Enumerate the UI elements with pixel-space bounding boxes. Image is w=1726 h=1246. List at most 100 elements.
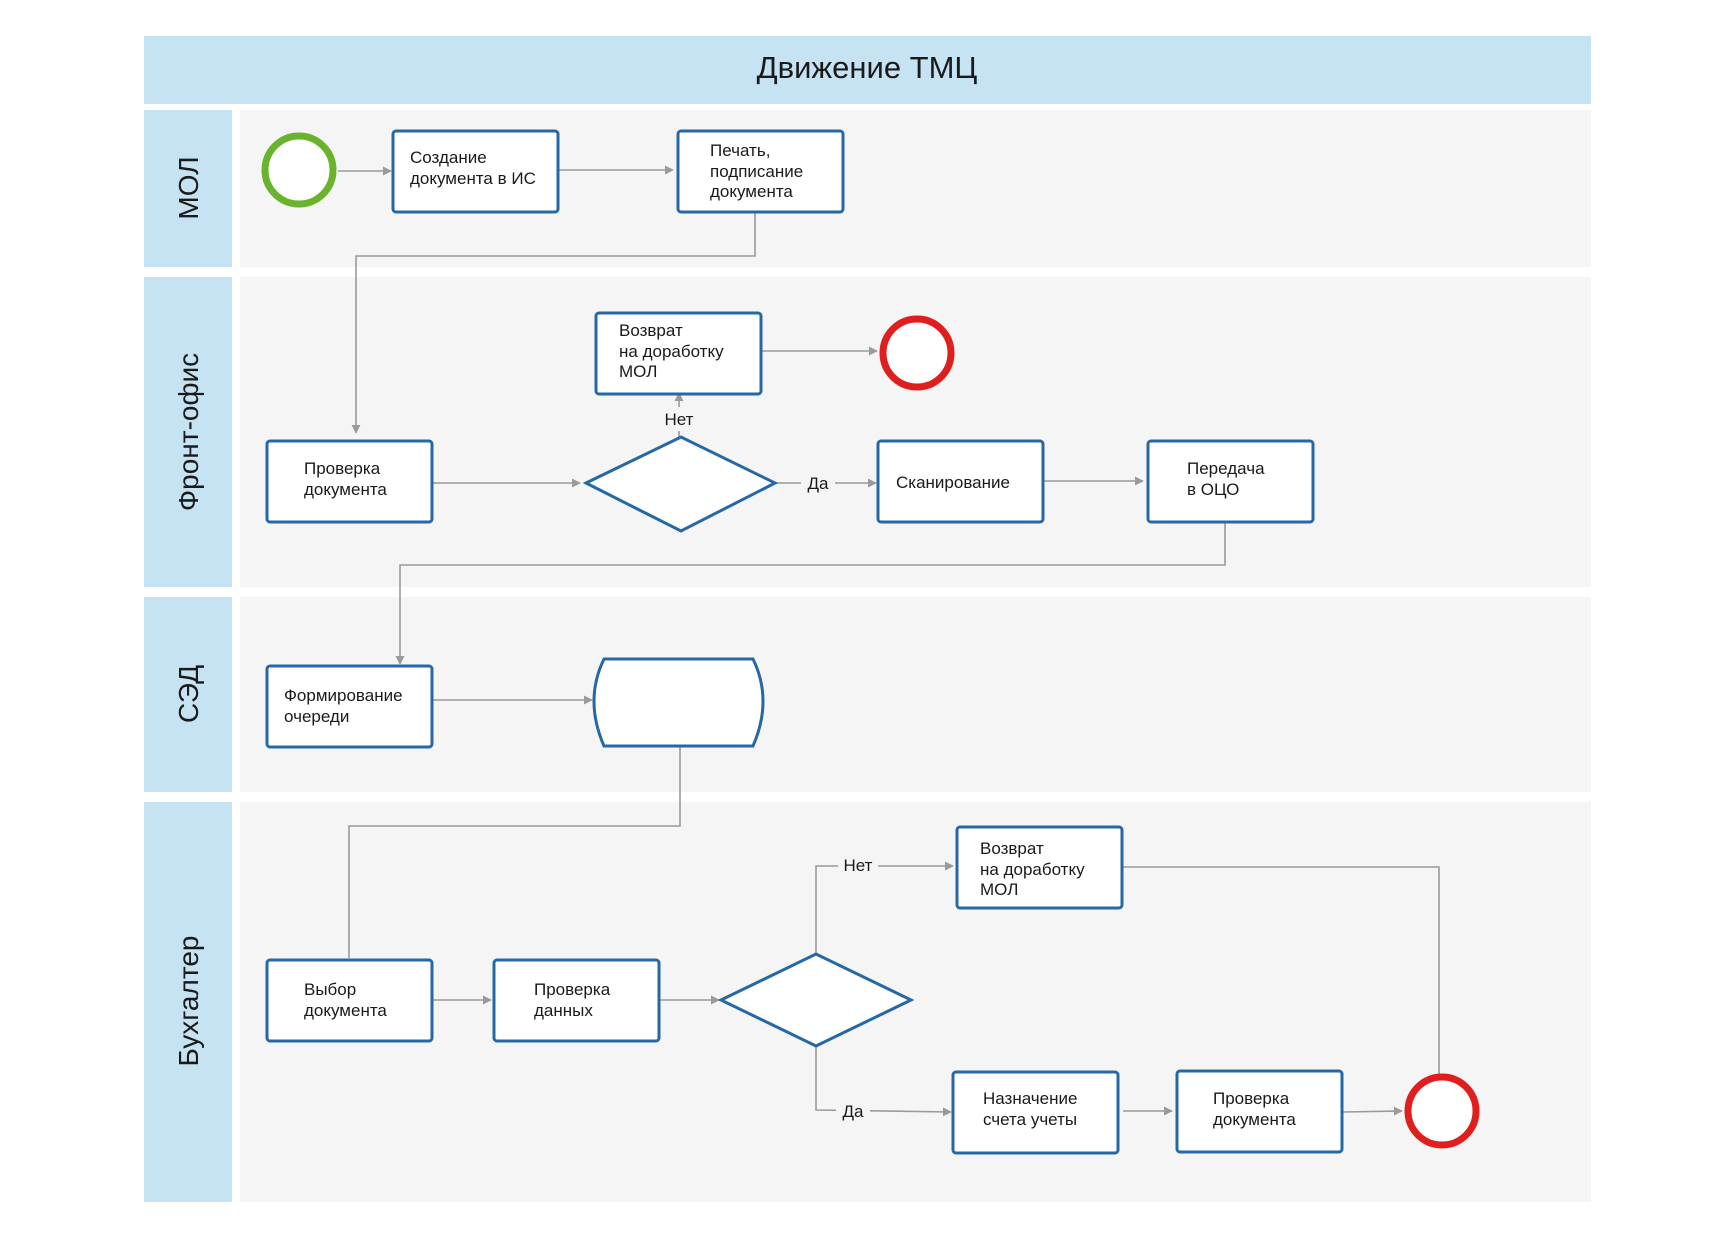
lane-accountant-body xyxy=(240,802,1591,1202)
task-assign-account-line: счета учеты xyxy=(983,1110,1077,1129)
gateway-front-office xyxy=(582,435,779,533)
task-form-queue-box xyxy=(265,664,434,749)
task-return-front-office-line: Возврат xyxy=(619,321,683,340)
task-print-sign-line: документа xyxy=(710,182,793,201)
task-transfer-oco: Передача в ОЦО xyxy=(1146,439,1315,524)
task-check-document-front-line: документа xyxy=(304,480,387,499)
task-check-document-accountant-line: Проверка xyxy=(1213,1089,1290,1108)
task-print-sign: Печать, подписание документа xyxy=(676,129,845,214)
task-scanning: Сканирование xyxy=(876,439,1045,524)
task-select-document-box xyxy=(265,958,434,1043)
task-check-data-line: данных xyxy=(534,1001,593,1020)
data-storage-shape xyxy=(592,657,765,748)
lane-accountant: Бухгалтер xyxy=(144,802,1591,1202)
svg-text:Формирование очереди: Формирование очереди xyxy=(284,686,407,726)
flow-transfer-to-queue xyxy=(395,522,1226,665)
task-assign-account-line: Назначение xyxy=(983,1089,1077,1108)
label-bg xyxy=(660,407,698,431)
task-create-document-line: Создание xyxy=(410,148,487,167)
task-form-queue: Формирование очереди xyxy=(265,664,434,749)
task-select-document-line: документа xyxy=(304,1001,387,1020)
lane-front-office-label: Фронт-офис xyxy=(173,353,204,511)
task-transfer-oco-line: в ОЦО xyxy=(1187,480,1239,499)
flow-label-front-no: Нет xyxy=(665,410,694,429)
task-print-sign-line: Печать, xyxy=(710,141,770,160)
svg-text:Выбор документа: Выбор документа xyxy=(304,980,387,1020)
task-form-queue-line: очереди xyxy=(284,707,349,726)
connectors xyxy=(338,165,1440,1117)
task-scanning-line: Сканирование xyxy=(896,473,1010,492)
title-band xyxy=(144,36,1591,104)
lane-mol: МОЛ xyxy=(144,110,1591,267)
svg-text:Назначение счета учеты: Назначение счета учеты xyxy=(983,1089,1082,1129)
task-form-queue-line: Формирование xyxy=(284,686,403,705)
task-return-front-office: Возврат на доработку МОЛ xyxy=(594,311,763,396)
task-check-document-front-box xyxy=(265,439,434,524)
svg-text:Возврат на доработку: Возврат на доработку МОЛ xyxy=(619,321,728,381)
lane-sed: СЭД xyxy=(144,597,1591,792)
task-print-sign-line: подписание xyxy=(710,162,803,181)
lane-mol-label: МОЛ xyxy=(173,156,204,219)
lane-accountant-label: Бухгалтер xyxy=(173,936,204,1067)
task-return-front-office-box xyxy=(594,311,763,396)
task-check-data: Проверка данных xyxy=(492,958,661,1043)
svg-text:Проверка документа: Проверка документа xyxy=(304,459,387,499)
flow-label-front-yes: Да xyxy=(808,474,830,493)
flow-gateway-no-to-return2 xyxy=(815,861,954,954)
task-return-accountant-line: МОЛ xyxy=(980,880,1018,899)
task-transfer-oco-box xyxy=(1146,439,1315,524)
task-transfer-oco-line: Передача xyxy=(1187,459,1265,478)
task-create-document-box xyxy=(391,129,560,214)
flow-checkdoc-to-end xyxy=(1342,1106,1403,1116)
task-check-document-accountant: Проверка документа xyxy=(1175,1069,1344,1154)
label-bg xyxy=(836,1099,870,1123)
task-create-document: Создание документа в ИС xyxy=(391,129,560,214)
task-check-data-box xyxy=(492,958,661,1043)
flow-gateway-yes-to-assign xyxy=(815,1046,952,1117)
task-select-document-line: Выбор xyxy=(304,980,356,999)
svg-text:Проверка документа: Проверка документа xyxy=(1213,1089,1296,1129)
task-check-document-front-line: Проверка xyxy=(304,459,381,478)
lane-front-office-header xyxy=(144,277,232,587)
task-assign-account: Назначение счета учеты xyxy=(951,1070,1120,1155)
end-event-accountant xyxy=(1404,1073,1480,1149)
task-check-document-accountant-box xyxy=(1175,1069,1344,1154)
flow-print-to-check xyxy=(351,212,756,434)
svg-text:Передача в ОЦО: Передача в ОЦО xyxy=(1187,459,1269,499)
diagram-title: Движение ТМЦ xyxy=(757,50,978,85)
task-check-document-front: Проверка документа xyxy=(265,439,434,524)
svg-text:Проверка данных: Проверка данных xyxy=(534,980,615,1020)
lane-front-office: Фронт-офис xyxy=(144,277,1591,587)
lane-mol-header xyxy=(144,110,232,267)
task-return-accountant: Возврат на доработку МОЛ xyxy=(955,825,1124,910)
task-return-accountant-line: Возврат xyxy=(980,839,1044,858)
task-select-document: Выбор документа xyxy=(265,958,434,1043)
flow-label-acc-no: Нет xyxy=(844,856,873,875)
flow-label-acc-yes: Да xyxy=(843,1102,865,1121)
task-assign-account-box xyxy=(951,1070,1120,1155)
task-check-document-accountant-line: документа xyxy=(1213,1110,1296,1129)
lane-sed-body xyxy=(240,597,1591,792)
lane-accountant-header xyxy=(144,802,232,1202)
end-event-front-office xyxy=(879,315,955,391)
gateway-accountant xyxy=(717,952,915,1048)
task-create-document-line: документа в ИС xyxy=(410,169,536,188)
lane-sed-label: СЭД xyxy=(173,665,204,723)
task-check-data-line: Проверка xyxy=(534,980,611,999)
flow-storage-to-select xyxy=(348,746,681,958)
task-return-front-office-line: МОЛ xyxy=(619,362,657,381)
svg-text:Возврат на доработку: Возврат на доработку МОЛ xyxy=(980,839,1089,899)
task-return-accountant-line: на доработку xyxy=(980,860,1085,879)
start-event xyxy=(261,132,337,208)
svg-text:Печать, подписание: Печать, подписание документа xyxy=(710,141,808,201)
task-scanning-box xyxy=(876,439,1045,524)
task-print-sign-box xyxy=(676,129,845,214)
task-return-front-office-line: на доработку xyxy=(619,342,724,361)
svg-text:Сканирование: Сканирование xyxy=(896,473,1010,492)
label-bg xyxy=(838,854,878,878)
task-return-accountant-box xyxy=(955,825,1124,910)
svg-text:Создание документа в ИС: Создание документа в ИС xyxy=(410,148,536,188)
lane-sed-header xyxy=(144,597,232,792)
label-bg xyxy=(801,471,835,495)
